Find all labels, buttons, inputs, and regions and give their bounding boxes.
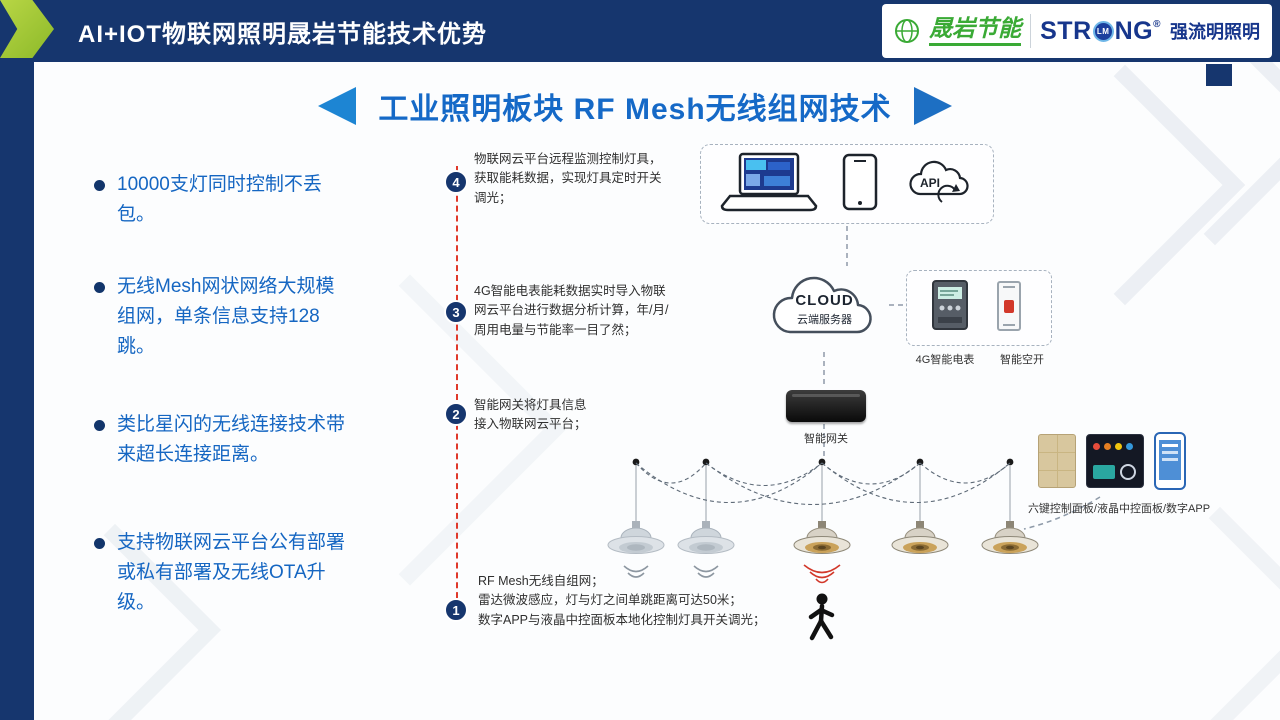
gateway-device-icon	[786, 390, 866, 422]
bullet-text: 支持物联网云平台公有部署或私有部署及无线OTA升级。	[117, 532, 346, 614]
bullet-item: 类比星闪的无线连接技术带来超长连接距离。	[94, 410, 346, 470]
cloud-subtitle: 云端服务器	[797, 314, 852, 326]
step-number-badge: 4	[444, 170, 468, 194]
step-description: 物联网云平台远程监测控制灯具， 获取能耗数据，实现灯具定时开关 调光；	[474, 152, 662, 205]
strong-logo: STR LM NG ®	[1040, 17, 1161, 46]
step-number-badge: 1	[444, 598, 468, 622]
step-description: 4G智能电表能耗数据实时导入物联 网云平台进行数据分析计算，年/月/ 周用电量与…	[474, 284, 669, 337]
logo-divider	[1030, 14, 1032, 48]
background-chevron	[1106, 506, 1280, 720]
bullet-text: 类比星闪的无线连接技术带来超长连接距离。	[117, 414, 346, 466]
left-accent-bar	[0, 0, 34, 720]
cloud-title: CLOUD	[795, 292, 854, 309]
cloud-devices-box: API	[700, 144, 994, 224]
six-key-panel-icon	[1038, 434, 1076, 488]
bullet-dot-icon	[94, 282, 105, 294]
globe-icon	[894, 18, 920, 44]
slide-title-row: 工业照明板块 RF Mesh无线组网技术	[250, 84, 1020, 128]
mesh-network	[632, 458, 1014, 521]
app-phone-icon	[1154, 432, 1186, 490]
logo-panel: 晟岩节能 STR LM NG ® 强流明照明	[882, 4, 1272, 58]
header-arrow-decoration	[0, 0, 54, 58]
steps-connector-line	[456, 166, 458, 618]
slide-title: 工业照明板块 RF Mesh无线组网技术	[378, 93, 892, 126]
corner-square-decoration	[1206, 64, 1232, 86]
registered-mark: ®	[1153, 18, 1161, 30]
api-cloud-icon: API	[902, 154, 974, 215]
lcd-control-panel-icon	[1086, 434, 1144, 488]
strong-logo-globe-icon: LM	[1092, 20, 1114, 42]
mesh-arcs	[635, 462, 1011, 506]
bullet-dot-icon	[94, 420, 105, 432]
cloud-icon	[772, 276, 872, 334]
person-icon	[808, 593, 835, 641]
step-number-badge: 2	[444, 402, 468, 426]
bullet-item: 无线Mesh网状网络大规模组网，单条信息支持128跳。	[94, 272, 346, 362]
bullet-text: 无线Mesh网状网络大规模组网，单条信息支持128跳。	[117, 276, 335, 358]
bullet-dot-icon	[94, 538, 105, 550]
step-number-badge: 3	[444, 300, 468, 324]
smartphone-icon	[841, 152, 879, 217]
step-description: 智能网关将灯具信息 接入物联网云平台；	[474, 398, 587, 432]
meter-label: 4G智能电表	[915, 354, 975, 366]
cloud-server: CLOUD 云端服务器	[762, 262, 887, 350]
bullet-text: 10000支灯同时控制不丢包。	[117, 174, 322, 226]
control-panels	[1038, 432, 1186, 490]
panels-label: 六键控制面板/液晶中控面板/数字APP	[1027, 503, 1211, 515]
header-title: AI+IOT物联网照明晟岩节能技术优势	[78, 20, 488, 48]
header-bar: AI+IOT物联网照明晟岩节能技术优势 晟岩节能 STR LM NG ® 强流明…	[0, 0, 1280, 62]
feature-bullet-list: 10000支灯同时控制不丢包。 无线Mesh网状网络大规模组网，单条信息支持12…	[94, 170, 346, 660]
gateway-label: 智能网关	[804, 433, 848, 445]
right-arrow-icon	[913, 87, 952, 125]
api-label: API	[920, 176, 940, 190]
qiangliuming-logo-text: 强流明照明	[1170, 22, 1260, 42]
laptop-icon	[720, 152, 818, 217]
circuit-breaker-icon	[989, 278, 1029, 339]
meter-breaker-box	[906, 270, 1052, 346]
bullet-dot-icon	[94, 180, 105, 191]
bullet-item: 10000支灯同时控制不丢包。	[94, 170, 346, 230]
shengyan-logo-text: 晟岩节能	[929, 16, 1022, 46]
radar-ripple-red-icon	[803, 564, 841, 584]
step-description: RF Mesh无线自组网； 雷达微波感应，灯与灯之间单跳距离可达50米； 数字A…	[478, 574, 766, 627]
bullet-item: 支持物联网云平台公有部署或私有部署及无线OTA升级。	[94, 528, 346, 618]
left-arrow-icon	[318, 87, 357, 125]
breaker-label: 智能空开	[1000, 354, 1044, 366]
smart-meter-icon	[929, 279, 971, 338]
strong-logo-text: NG	[1114, 16, 1154, 45]
strong-logo-text: STR	[1040, 16, 1092, 45]
